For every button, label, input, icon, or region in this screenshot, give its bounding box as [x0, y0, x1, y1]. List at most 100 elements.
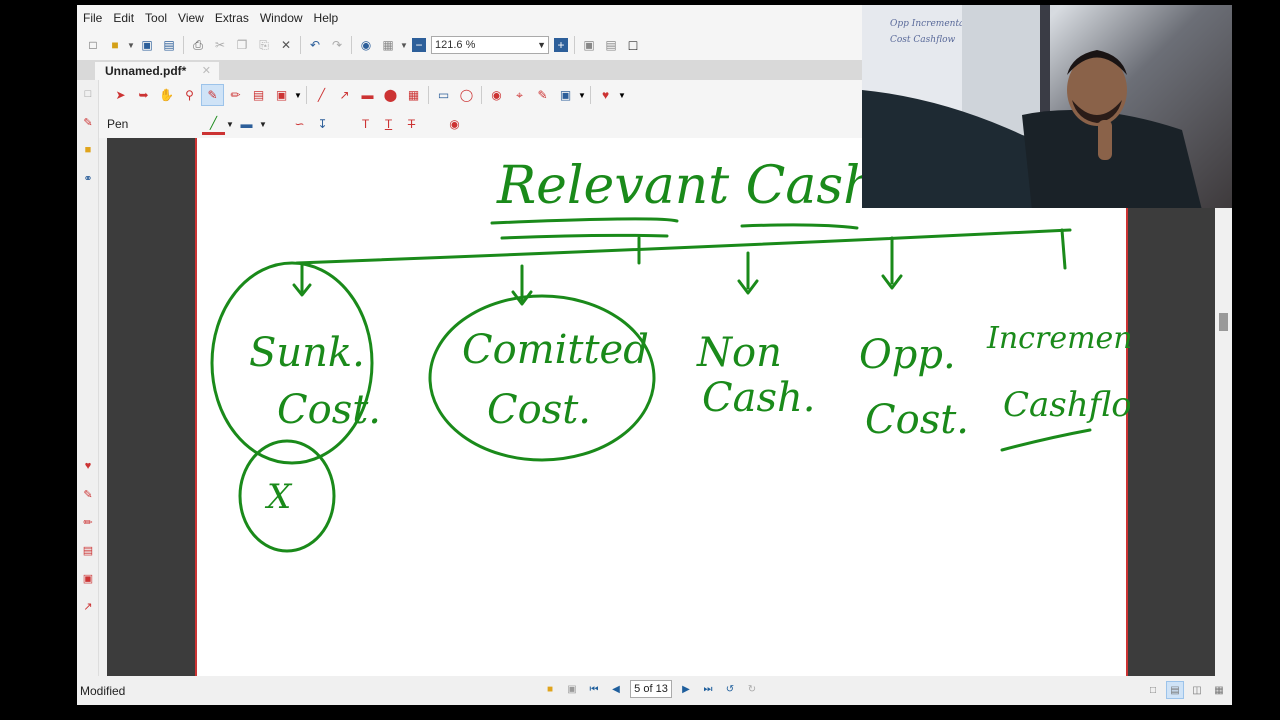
pen-properties-toolbar: Pen ╱ ▼ ▬ ▼ ∽ ↧ T T T ◉: [99, 110, 862, 138]
pen-panel-icon[interactable]: ✎: [83, 116, 93, 129]
toolbar-divider: [300, 36, 301, 54]
pdf-page[interactable]: Relevant Cash Sunk. Cost. X: [195, 138, 1130, 676]
page-layout-icon[interactable]: ▦: [382, 38, 394, 52]
branch-line: [295, 228, 1072, 265]
menu-file[interactable]: File: [83, 10, 103, 25]
zoom-out-icon[interactable]: −: [412, 38, 426, 52]
attachment-icon[interactable]: ⚭: [83, 172, 93, 185]
ellipse-tool-icon[interactable]: ⬤: [383, 88, 398, 102]
hand-icon[interactable]: ✋: [159, 88, 174, 102]
heading-underline: [500, 233, 669, 240]
save-as-icon[interactable]: ▤: [163, 38, 175, 52]
stamp-dropdown-icon[interactable]: ▼: [294, 90, 302, 100]
rectangle-tool-icon[interactable]: ▬: [361, 88, 374, 102]
page-thumbnail-icon[interactable]: □: [84, 88, 92, 100]
arrow-tool-icon[interactable]: ↗: [339, 88, 350, 102]
save-icon[interactable]: ▣: [141, 38, 153, 52]
next-page-icon[interactable]: ▶: [682, 683, 690, 695]
open-folder-icon[interactable]: ■: [111, 38, 119, 52]
eraser-icon[interactable]: ▭: [437, 88, 450, 102]
text-strikethrough-icon[interactable]: T: [407, 117, 416, 131]
forward-icon[interactable]: ↻: [747, 683, 757, 695]
brush-icon[interactable]: ✎: [537, 88, 548, 102]
menu-extras[interactable]: Extras: [214, 10, 249, 25]
image-icon[interactable]: ▣: [559, 88, 572, 102]
pen-tool-icon[interactable]: ✎: [201, 84, 224, 106]
page-navigator: ■ ▣ ⏮ ◀ 5 of 13 ▶ ⏭ ↺ ↻: [539, 680, 763, 698]
main-toolbar: □ ■ ▼ ▣ ▤ ⎙ ✂ ❐ ⎘ ✕ ↶ ↷ ◉ ▦ ▼ − 121.6 % …: [77, 30, 862, 60]
sunk-label: Sunk.: [249, 330, 365, 376]
favorite-heart-icon[interactable]: ♥: [601, 88, 610, 102]
image-dropdown-icon[interactable]: ▼: [578, 90, 586, 100]
text-icon[interactable]: T: [361, 117, 370, 131]
zoom-select[interactable]: 121.6 % ▼: [431, 36, 549, 54]
fullscreen-icon[interactable]: □: [628, 37, 638, 53]
menu-view[interactable]: View: [178, 10, 204, 25]
text-underline-icon[interactable]: T: [384, 117, 393, 131]
paste-icon[interactable]: ⎘: [259, 37, 269, 52]
heart-icon[interactable]: ♥: [84, 460, 92, 472]
highlight-tool-icon[interactable]: ✏: [230, 88, 241, 102]
menu-edit[interactable]: Edit: [113, 10, 135, 25]
folder-nav-icon[interactable]: ■: [546, 683, 554, 695]
print-icon[interactable]: ⎙: [193, 37, 203, 52]
single-page-view-icon[interactable]: □: [1149, 684, 1157, 696]
textbox-icon[interactable]: ▤: [82, 544, 94, 557]
facing-continuous-view-icon[interactable]: ▦: [1214, 684, 1224, 696]
page-indicator: 5 of 13: [634, 683, 668, 695]
pen-color-dropdown-icon[interactable]: ▼: [226, 119, 234, 129]
measure-tool-icon[interactable]: ▦: [407, 88, 420, 102]
stamp-tool-icon[interactable]: ▣: [275, 88, 288, 102]
toolbar-divider: [481, 86, 482, 104]
non-cash-label: Cash.: [702, 375, 815, 421]
open-dropdown-icon[interactable]: ▼: [127, 40, 135, 50]
page-number-field[interactable]: 5 of 13: [630, 680, 672, 698]
undo-icon[interactable]: ↶: [309, 38, 321, 52]
select-text-icon[interactable]: ➥: [138, 88, 149, 102]
zoom-tool-icon[interactable]: ⚲: [185, 88, 194, 102]
page-layout-dropdown-icon[interactable]: ▼: [400, 40, 408, 50]
cut-icon[interactable]: ✂: [214, 38, 226, 52]
document-viewport[interactable]: Relevant Cash Sunk. Cost. X: [107, 138, 1215, 676]
facing-view-icon[interactable]: ◫: [1192, 684, 1202, 696]
scrollbar-thumb[interactable]: [1219, 313, 1228, 331]
zoom-in-icon[interactable]: +: [554, 38, 568, 52]
menu-help[interactable]: Help: [313, 10, 339, 25]
back-icon[interactable]: ↺: [725, 683, 735, 695]
vertical-scrollbar[interactable]: [1215, 210, 1232, 676]
previous-page-icon[interactable]: ◀: [612, 683, 620, 695]
layers-icon[interactable]: ▣: [567, 683, 577, 695]
fit-page-icon[interactable]: ▣: [583, 38, 595, 52]
folder-icon[interactable]: ■: [84, 144, 92, 156]
pen-color-icon[interactable]: ╱: [202, 113, 225, 135]
redo-icon[interactable]: ↷: [331, 38, 343, 52]
line-tool-icon[interactable]: ╱: [317, 88, 326, 102]
crop-icon[interactable]: ⌖: [516, 87, 523, 102]
arrow-icon[interactable]: ↗: [83, 600, 93, 613]
close-icon[interactable]: ✕: [201, 65, 211, 77]
text-field-icon[interactable]: ▤: [252, 88, 265, 102]
continuous-view-icon[interactable]: ▤: [1166, 681, 1184, 699]
camera-icon[interactable]: ◉: [491, 88, 502, 102]
find-icon[interactable]: ◉: [360, 38, 372, 52]
line-align-icon[interactable]: ↧: [317, 117, 328, 131]
line-width-dropdown-icon[interactable]: ▼: [259, 119, 267, 129]
new-file-icon[interactable]: □: [89, 38, 97, 52]
pencil-icon[interactable]: ✏: [83, 516, 93, 529]
copy-icon[interactable]: ❐: [236, 38, 248, 52]
tab-document[interactable]: Unnamed.pdf* ✕: [95, 62, 219, 80]
fit-width-icon[interactable]: ▤: [605, 38, 617, 52]
smooth-curve-icon[interactable]: ∽: [294, 117, 305, 131]
line-width-icon[interactable]: ▬: [240, 117, 253, 131]
favorite-dropdown-icon[interactable]: ▼: [618, 90, 626, 100]
highlighter-icon[interactable]: ✎: [83, 488, 93, 501]
lasso-icon[interactable]: ◯: [459, 88, 474, 102]
menu-tool[interactable]: Tool: [145, 10, 168, 25]
select-arrow-icon[interactable]: ➤: [115, 88, 126, 102]
stamp-icon[interactable]: ▣: [82, 572, 94, 585]
menu-window[interactable]: Window: [259, 10, 303, 25]
delete-icon[interactable]: ✕: [280, 38, 292, 52]
tool-settings-icon[interactable]: ◉: [449, 117, 460, 131]
last-page-icon[interactable]: ⏭: [703, 683, 713, 695]
first-page-icon[interactable]: ⏮: [589, 683, 599, 695]
